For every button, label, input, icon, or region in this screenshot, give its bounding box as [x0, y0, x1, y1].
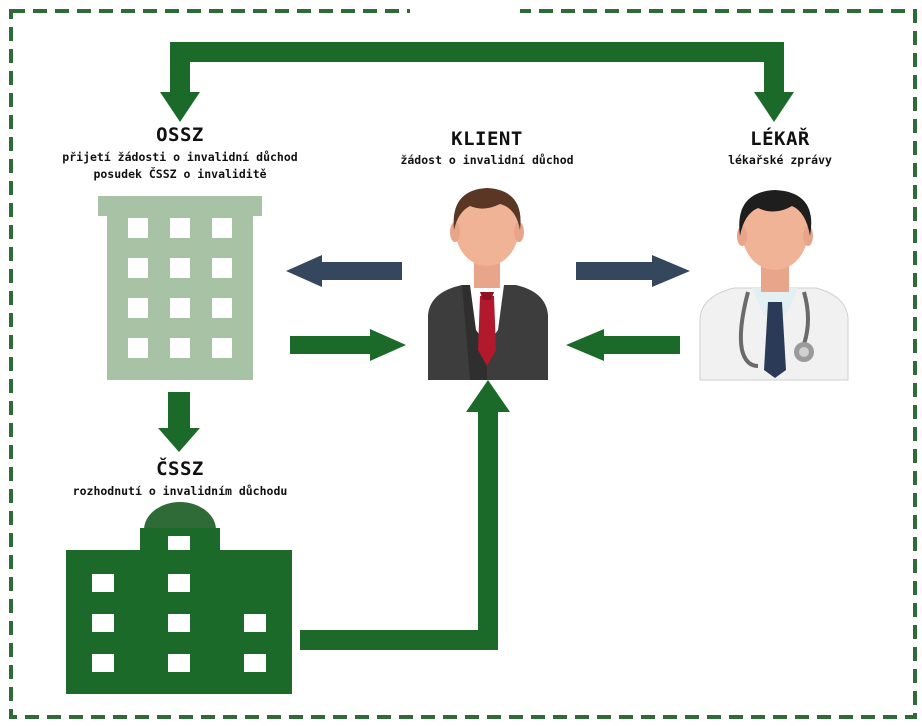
ossz-line-1: přijetí žádosti o invalidní důchod — [62, 150, 298, 164]
cssz-line-1: rozhodnutí o invalidním důchodu — [72, 484, 288, 498]
frame-top-gap — [410, 0, 520, 14]
ossz-title: OSSZ — [156, 124, 204, 146]
lekar-title: LÉKAŘ — [750, 128, 810, 150]
klient-to-ossz-arrow — [286, 255, 402, 287]
cssz-to-klient-arrow — [300, 380, 510, 650]
klient-line-1: žádost o invalidní důchod — [400, 153, 574, 167]
klient-title: KLIENT — [451, 128, 523, 150]
klient-to-lekar-arrow — [576, 255, 690, 287]
ossz-to-klient-arrow — [290, 329, 406, 361]
doctor-person-icon — [699, 190, 849, 381]
cssz-title: ČSSZ — [156, 458, 204, 480]
ossz-to-cssz-arrow — [158, 392, 200, 452]
ossz-line-2: posudek ČSSZ o invaliditě — [93, 167, 267, 181]
lekar-to-klient-arrow — [566, 329, 680, 361]
ossz-building-icon — [98, 196, 262, 380]
cssz-building-icon — [66, 502, 292, 694]
lekar-line-1: lékařské zprávy — [728, 153, 832, 167]
top-connector-arrow — [160, 42, 794, 122]
client-person-icon — [428, 188, 548, 380]
